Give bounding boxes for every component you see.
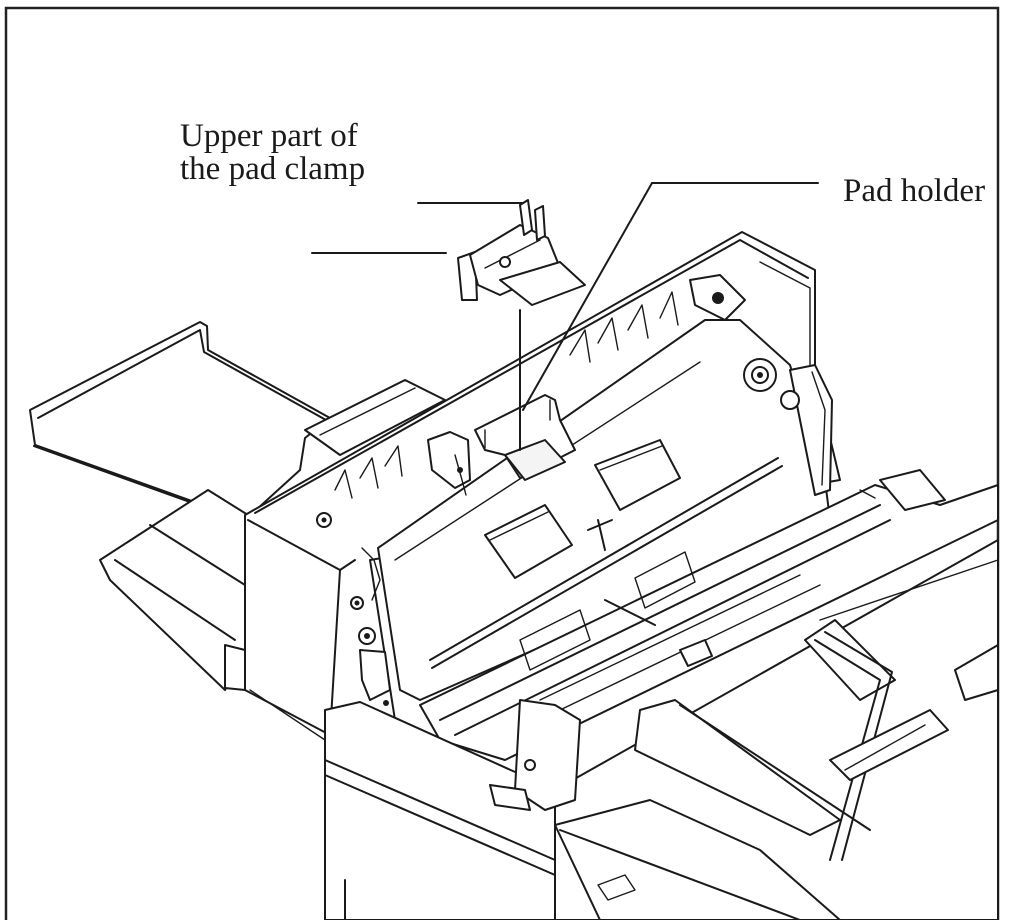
pad-holder-label: Pad holder bbox=[843, 175, 986, 208]
leader-pad-holder-diagonal bbox=[522, 182, 653, 411]
upper-clamp-label-line1: Upper part of bbox=[180, 118, 358, 154]
roller-cover bbox=[377, 319, 831, 701]
upper-clamp-label: Upper part of the pad clamp bbox=[180, 120, 365, 186]
output-tray bbox=[99, 489, 249, 691]
upper-pad-clamp-part bbox=[457, 199, 586, 306]
input-tray bbox=[29, 321, 446, 521]
feed-rails bbox=[419, 484, 999, 761]
left-bracket bbox=[427, 431, 471, 496]
figure-border bbox=[4, 6, 1000, 920]
leader-lines bbox=[311, 182, 819, 920]
lower-body bbox=[324, 469, 999, 920]
left-mechanism bbox=[316, 512, 391, 706]
housing-ribs bbox=[334, 291, 679, 499]
upper-clamp-label-line2: the pad clamp bbox=[180, 151, 366, 187]
gear-train bbox=[689, 274, 833, 496]
